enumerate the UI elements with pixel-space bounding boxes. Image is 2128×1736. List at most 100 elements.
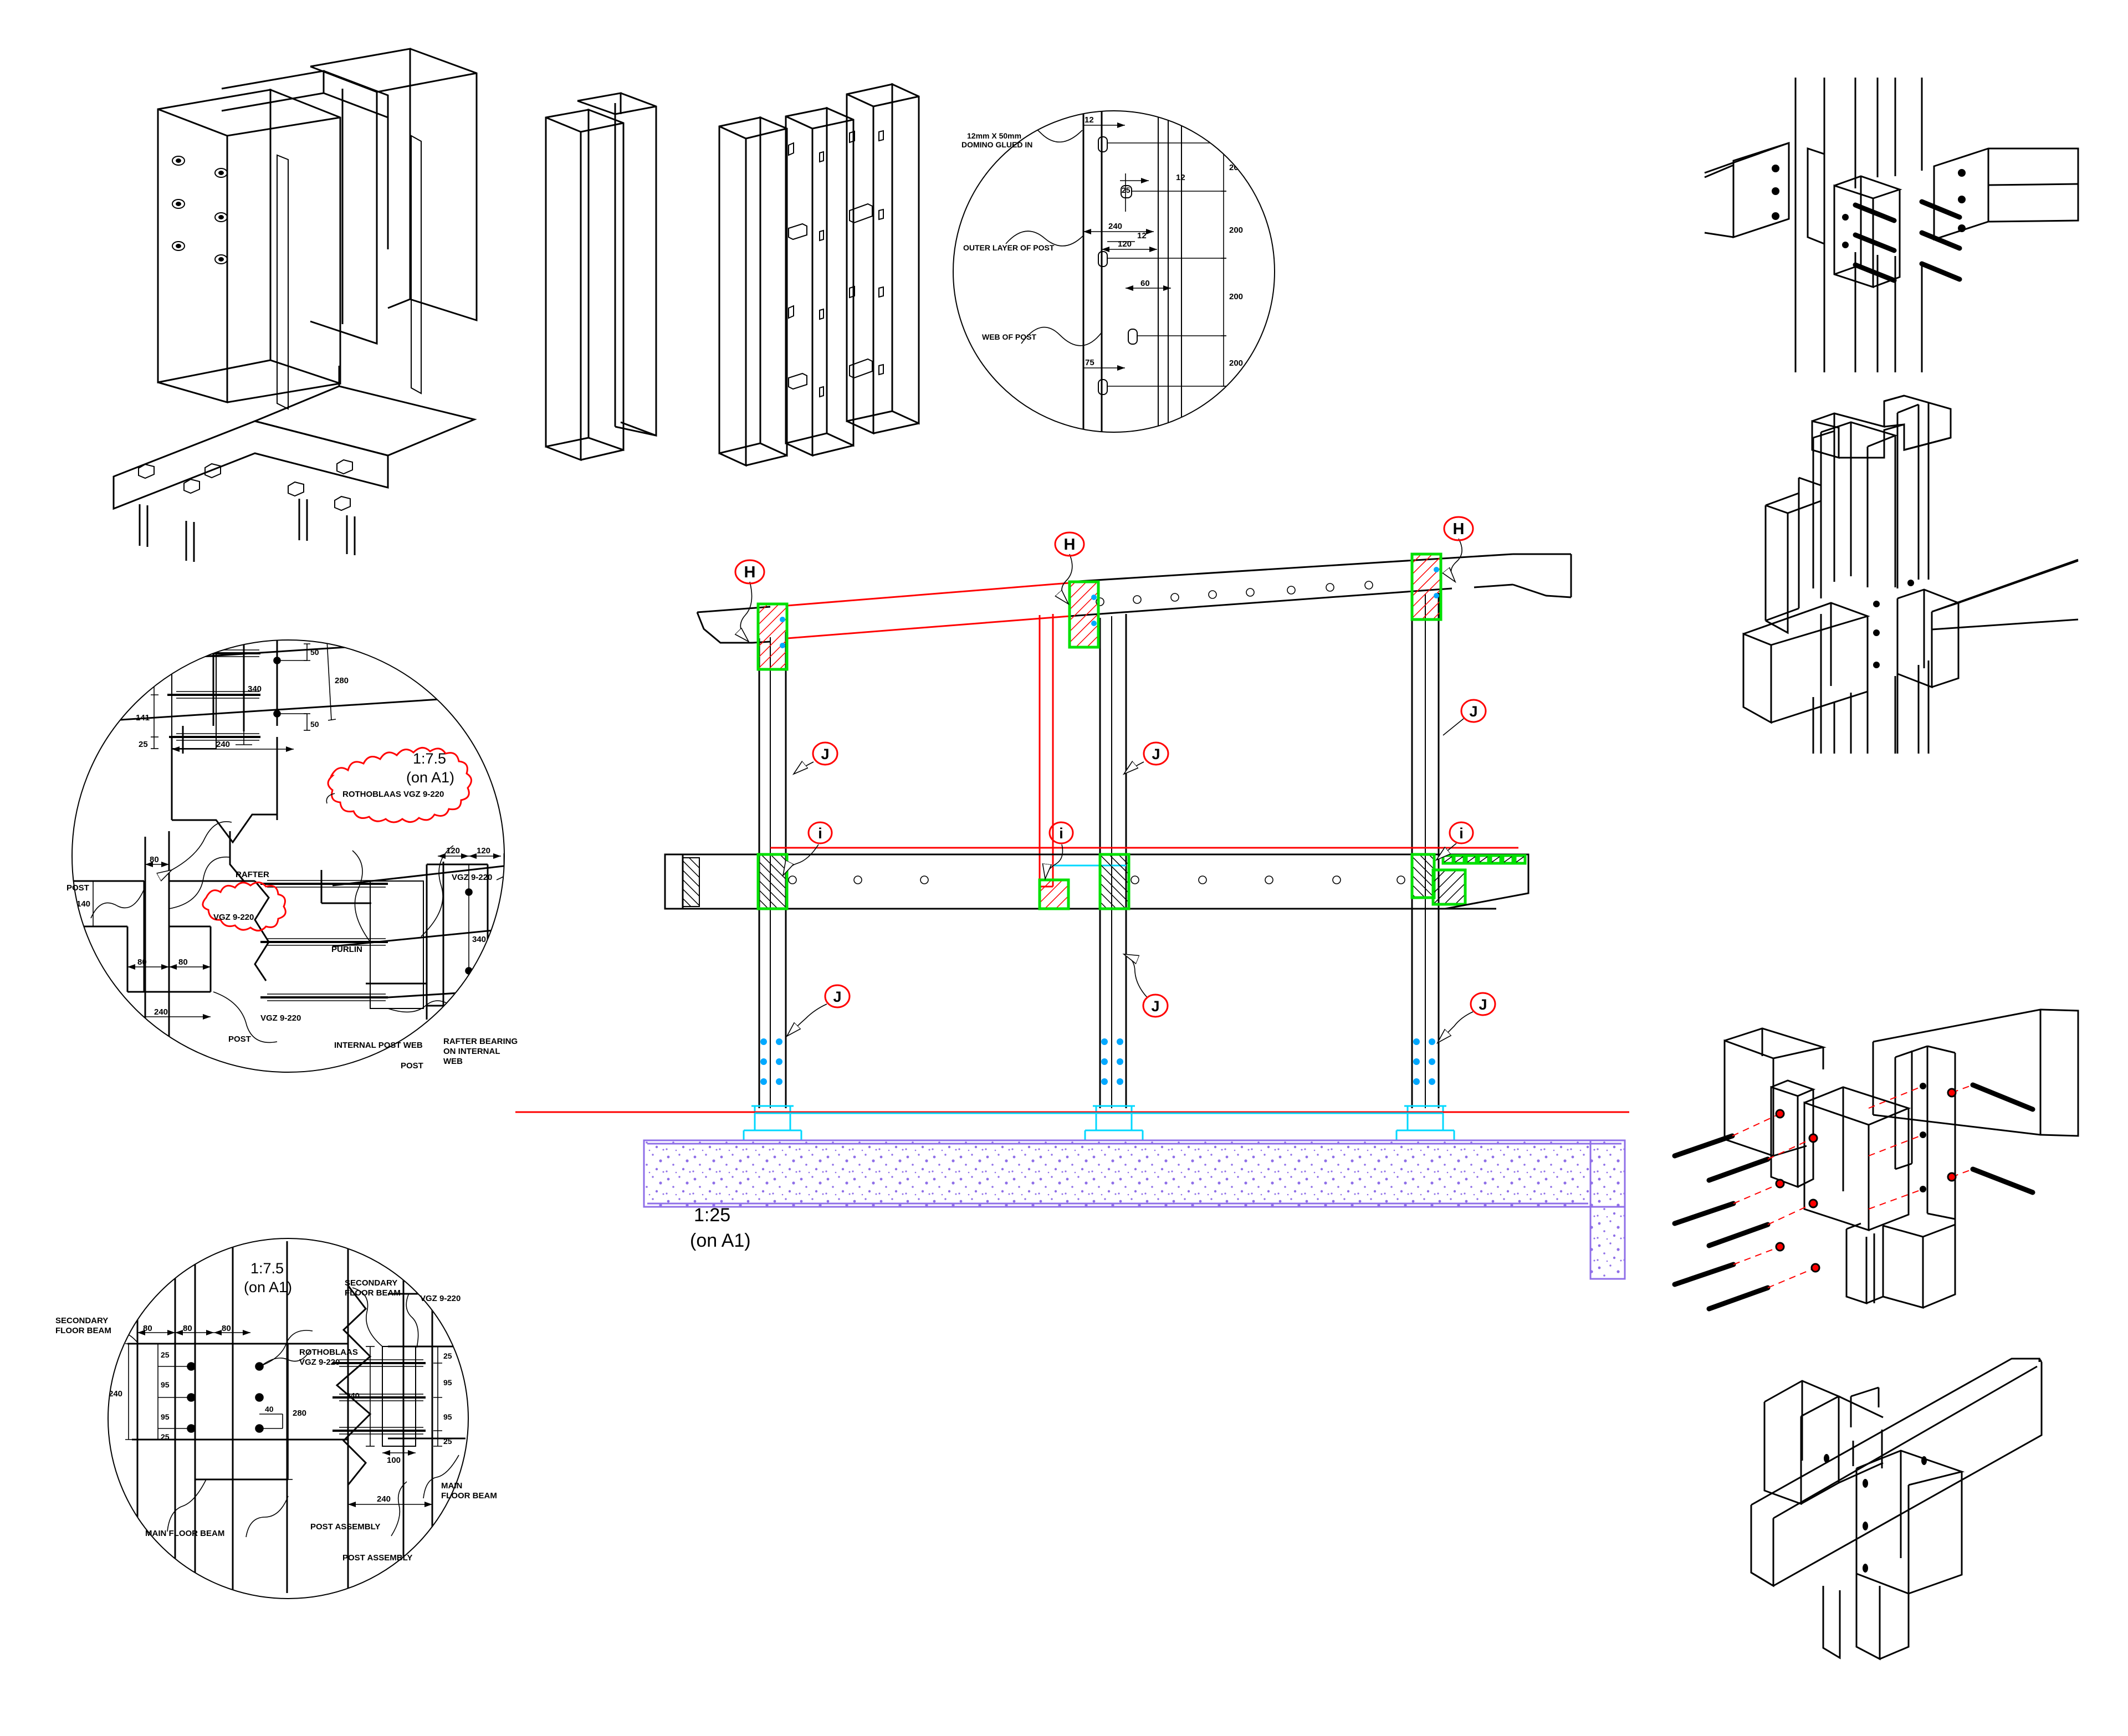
connector-I-left (756, 853, 789, 910)
connector-H-left (756, 602, 789, 671)
svg-text:340: 340 (472, 935, 486, 944)
svg-text:75: 75 (1085, 358, 1094, 367)
label-vgz-right: VGZ 9-220 (452, 873, 492, 882)
label-main-floor-beam-r2: FLOOR BEAM (441, 1491, 497, 1501)
svg-text:240: 240 (377, 1494, 391, 1504)
svg-text:H: H (1453, 520, 1465, 538)
svg-text:i: i (1059, 825, 1063, 842)
label-secondary-floor-beam-l2: FLOOR BEAM (55, 1326, 111, 1335)
svg-text:95: 95 (161, 1380, 170, 1389)
screw-fixing-exploded-iso (1672, 1008, 2079, 1312)
label-rafter-bearing-l2: ON INTERNAL (443, 1047, 500, 1056)
svg-text:140: 140 (183, 623, 197, 633)
label-main-floor-beam: MAIN FLOOR BEAM (145, 1529, 224, 1538)
svg-text:25: 25 (139, 644, 148, 653)
svg-text:240: 240 (109, 1389, 122, 1399)
post-domino-detail-circle: 200 200 200 200 12 12 25 12 75 240 (953, 110, 1275, 433)
svg-text:25: 25 (161, 1432, 170, 1441)
frame-scale-paper: (on A1) (690, 1230, 751, 1251)
svg-text:200: 200 (1229, 163, 1243, 172)
svg-text:J: J (1469, 703, 1477, 720)
beam-to-post-plate-iso (1704, 78, 2079, 459)
svg-text:280: 280 (534, 890, 548, 900)
label-post-left: POST (66, 883, 89, 893)
connector-H-right (1410, 552, 1442, 621)
svg-text:J: J (833, 989, 841, 1005)
svg-text:H: H (744, 564, 756, 581)
svg-text:60: 60 (250, 618, 260, 628)
post-layers-exploded-iso (545, 92, 657, 462)
label-post-right: POST (401, 1061, 423, 1071)
label-secondary-floor-beam-r1: SECONDARY (345, 1278, 397, 1288)
detail-roof-scale-paper: (on A1) (406, 769, 454, 786)
detail-floor-scale: 1:7.5 (250, 1260, 284, 1277)
svg-text:50: 50 (310, 648, 319, 657)
rafter-purlin-post-detail-circle: 25 141 141 25 140 60 240 340 (66, 618, 548, 1073)
svg-text:240: 240 (346, 1391, 360, 1401)
svg-text:J: J (1152, 746, 1160, 762)
crossing-beams-post-iso (1750, 1358, 2043, 1661)
revision-cloud-rothoblaas: ROTHOBLAAS VGZ 9-220 (326, 747, 472, 823)
svg-text:120: 120 (446, 846, 460, 856)
revision-cloud-rothoblaas-floor (260, 1349, 311, 1367)
label-rafter: RAFTER (236, 870, 269, 879)
svg-text:120: 120 (477, 846, 490, 856)
svg-text:240: 240 (453, 1021, 467, 1031)
cross-beam-post-iso (1742, 402, 2079, 754)
concrete-slab (643, 1139, 1626, 1280)
svg-text:80: 80 (150, 855, 159, 864)
svg-text:12: 12 (1137, 231, 1147, 240)
svg-text:95: 95 (161, 1412, 170, 1421)
svg-text:120: 120 (1118, 239, 1132, 249)
connector-H-mid (1068, 580, 1100, 649)
label-vgz-floor: VGZ 9-220 (420, 1294, 461, 1303)
svg-text:i: i (1459, 825, 1464, 842)
svg-text:60: 60 (1140, 279, 1150, 288)
detail-roof-scale: 1:7.5 (413, 750, 446, 767)
svg-text:280: 280 (293, 1409, 306, 1418)
label-vgz-lower: VGZ 9-220 (260, 1013, 301, 1023)
note-web-of-post: WEB OF POST (982, 332, 1036, 341)
connector-I-far-left (682, 857, 700, 907)
svg-text:J: J (1151, 998, 1159, 1015)
label-secondary-floor-beam-l1: SECONDARY (55, 1316, 108, 1325)
svg-text:12: 12 (1176, 173, 1185, 182)
label-rafter-bearing-l1: RAFTER BEARING (443, 1037, 518, 1046)
svg-text:95: 95 (443, 1378, 452, 1387)
label-main-floor-beam-r1: MAIN (441, 1481, 462, 1491)
svg-text:J: J (1479, 996, 1487, 1013)
frame-elevation: H H H J J J i (515, 516, 1629, 1280)
svg-text:80: 80 (143, 1324, 152, 1333)
svg-text:140: 140 (76, 899, 90, 909)
post-base-plate-iso (112, 48, 478, 562)
svg-text:H: H (1064, 536, 1076, 554)
svg-text:25: 25 (1122, 186, 1130, 194)
svg-text:25: 25 (443, 1351, 452, 1360)
floor-beam-post-detail-circle: 80 80 80 25 95 95 25 240 280 40 (55, 1238, 497, 1599)
svg-text:25: 25 (139, 740, 148, 749)
note-domino-line2: DOMINO GLUED IN (961, 140, 1032, 149)
svg-text:240: 240 (216, 740, 230, 749)
revision-cloud-vgz: VGZ 9-220 (202, 882, 287, 931)
svg-text:200: 200 (1229, 359, 1243, 368)
label-post-assembly-left: POST ASSEMBLY (310, 1522, 380, 1532)
svg-text:25: 25 (161, 1350, 170, 1359)
label-purlin: PURLIN (331, 945, 362, 954)
svg-text:J: J (821, 746, 829, 762)
label-post-assembly-right: POST ASSEMBLY (342, 1553, 412, 1563)
svg-text:80: 80 (178, 957, 188, 967)
svg-text:240: 240 (1108, 222, 1122, 231)
svg-text:240: 240 (154, 1007, 168, 1017)
svg-text:280: 280 (335, 676, 349, 685)
svg-text:VGZ 9-220: VGZ 9-220 (213, 913, 254, 922)
svg-text:95: 95 (443, 1412, 452, 1421)
label-secondary-floor-beam-r2: FLOOR BEAM (345, 1288, 401, 1298)
label-post-lower: POST (228, 1035, 251, 1044)
svg-text:200: 200 (1229, 292, 1243, 301)
svg-text:80: 80 (183, 1324, 192, 1333)
svg-text:200: 200 (1229, 226, 1243, 235)
svg-text:25: 25 (443, 1437, 452, 1446)
svg-text:340: 340 (248, 684, 262, 694)
callout-bubbles: H H H J J J i (734, 516, 1496, 1043)
